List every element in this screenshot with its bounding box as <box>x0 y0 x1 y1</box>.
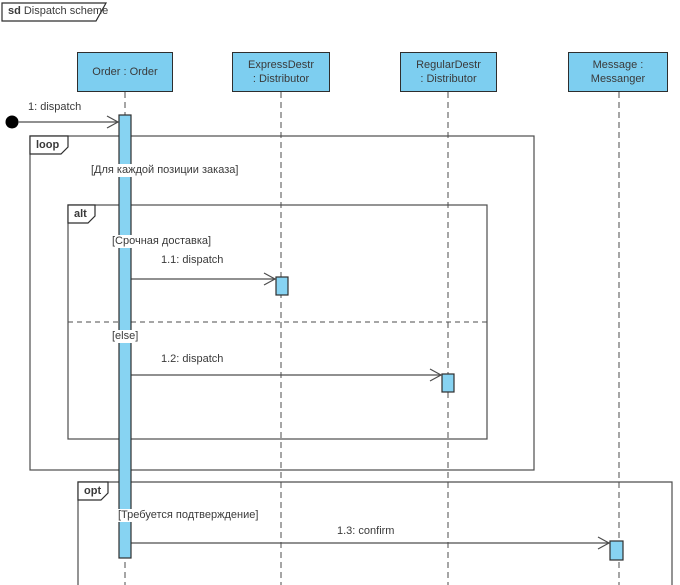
activation-regulardestr[interactable] <box>441 373 455 393</box>
activation-expressdestr[interactable] <box>275 276 289 296</box>
alt-guard2-else-label: [else] <box>110 330 141 343</box>
lifeline-head-expressdestr-label: ExpressDestr : Distributor <box>247 59 315 85</box>
title-name: Dispatch scheme <box>23 5 109 17</box>
lifeline-head-message[interactable]: Message : Messanger <box>568 52 668 92</box>
message-1.3-arrowhead-icon <box>597 536 611 550</box>
message-1.1-label: 1.1: dispatch <box>159 254 226 267</box>
message-1-arrowhead-icon <box>106 115 120 129</box>
lifeline-head-order[interactable]: Order : Order <box>77 52 173 92</box>
message-1.3-label: 1.3: confirm <box>335 525 397 538</box>
lifeline-head-order-label: Order : Order <box>92 66 158 78</box>
loop-guard-label: [Для каждой позиции заказа] <box>89 164 241 177</box>
loop-fragment-frame[interactable] <box>29 135 535 471</box>
message-1.2-label: 1.2: dispatch <box>159 353 226 366</box>
opt-operator-pentagon[interactable] <box>77 481 109 501</box>
message-1.2-arrowhead-icon <box>429 368 443 382</box>
found-message-start-circle[interactable] <box>5 115 19 129</box>
lifeline-head-regulardestr-label: RegularDestr : Distributor <box>416 59 481 85</box>
loop-operator-pentagon[interactable] <box>29 135 69 155</box>
alt-guard1-label: [Срочная доставка] <box>110 235 214 248</box>
opt-operator-label: opt <box>84 485 102 497</box>
lifeline-head-message-label: Message : Messanger <box>590 59 646 85</box>
alt-operator-pentagon[interactable] <box>67 204 96 224</box>
message-1.1-arrowhead-icon <box>263 272 277 286</box>
loop-operator-label: loop <box>36 139 60 151</box>
title-keyword: sd <box>8 5 21 17</box>
message-1-label: 1: dispatch <box>26 101 84 114</box>
lifeline-head-expressdestr[interactable]: ExpressDestr : Distributor <box>232 52 330 92</box>
opt-fragment-frame[interactable] <box>77 481 673 585</box>
lifeline-head-regulardestr[interactable]: RegularDestr : Distributor <box>400 52 497 92</box>
alt-operator-label: alt <box>74 208 87 220</box>
activation-message[interactable] <box>609 540 624 561</box>
opt-guard-label: [Требуется подтверждение] <box>116 509 261 522</box>
frame-title-tab <box>1 2 108 22</box>
